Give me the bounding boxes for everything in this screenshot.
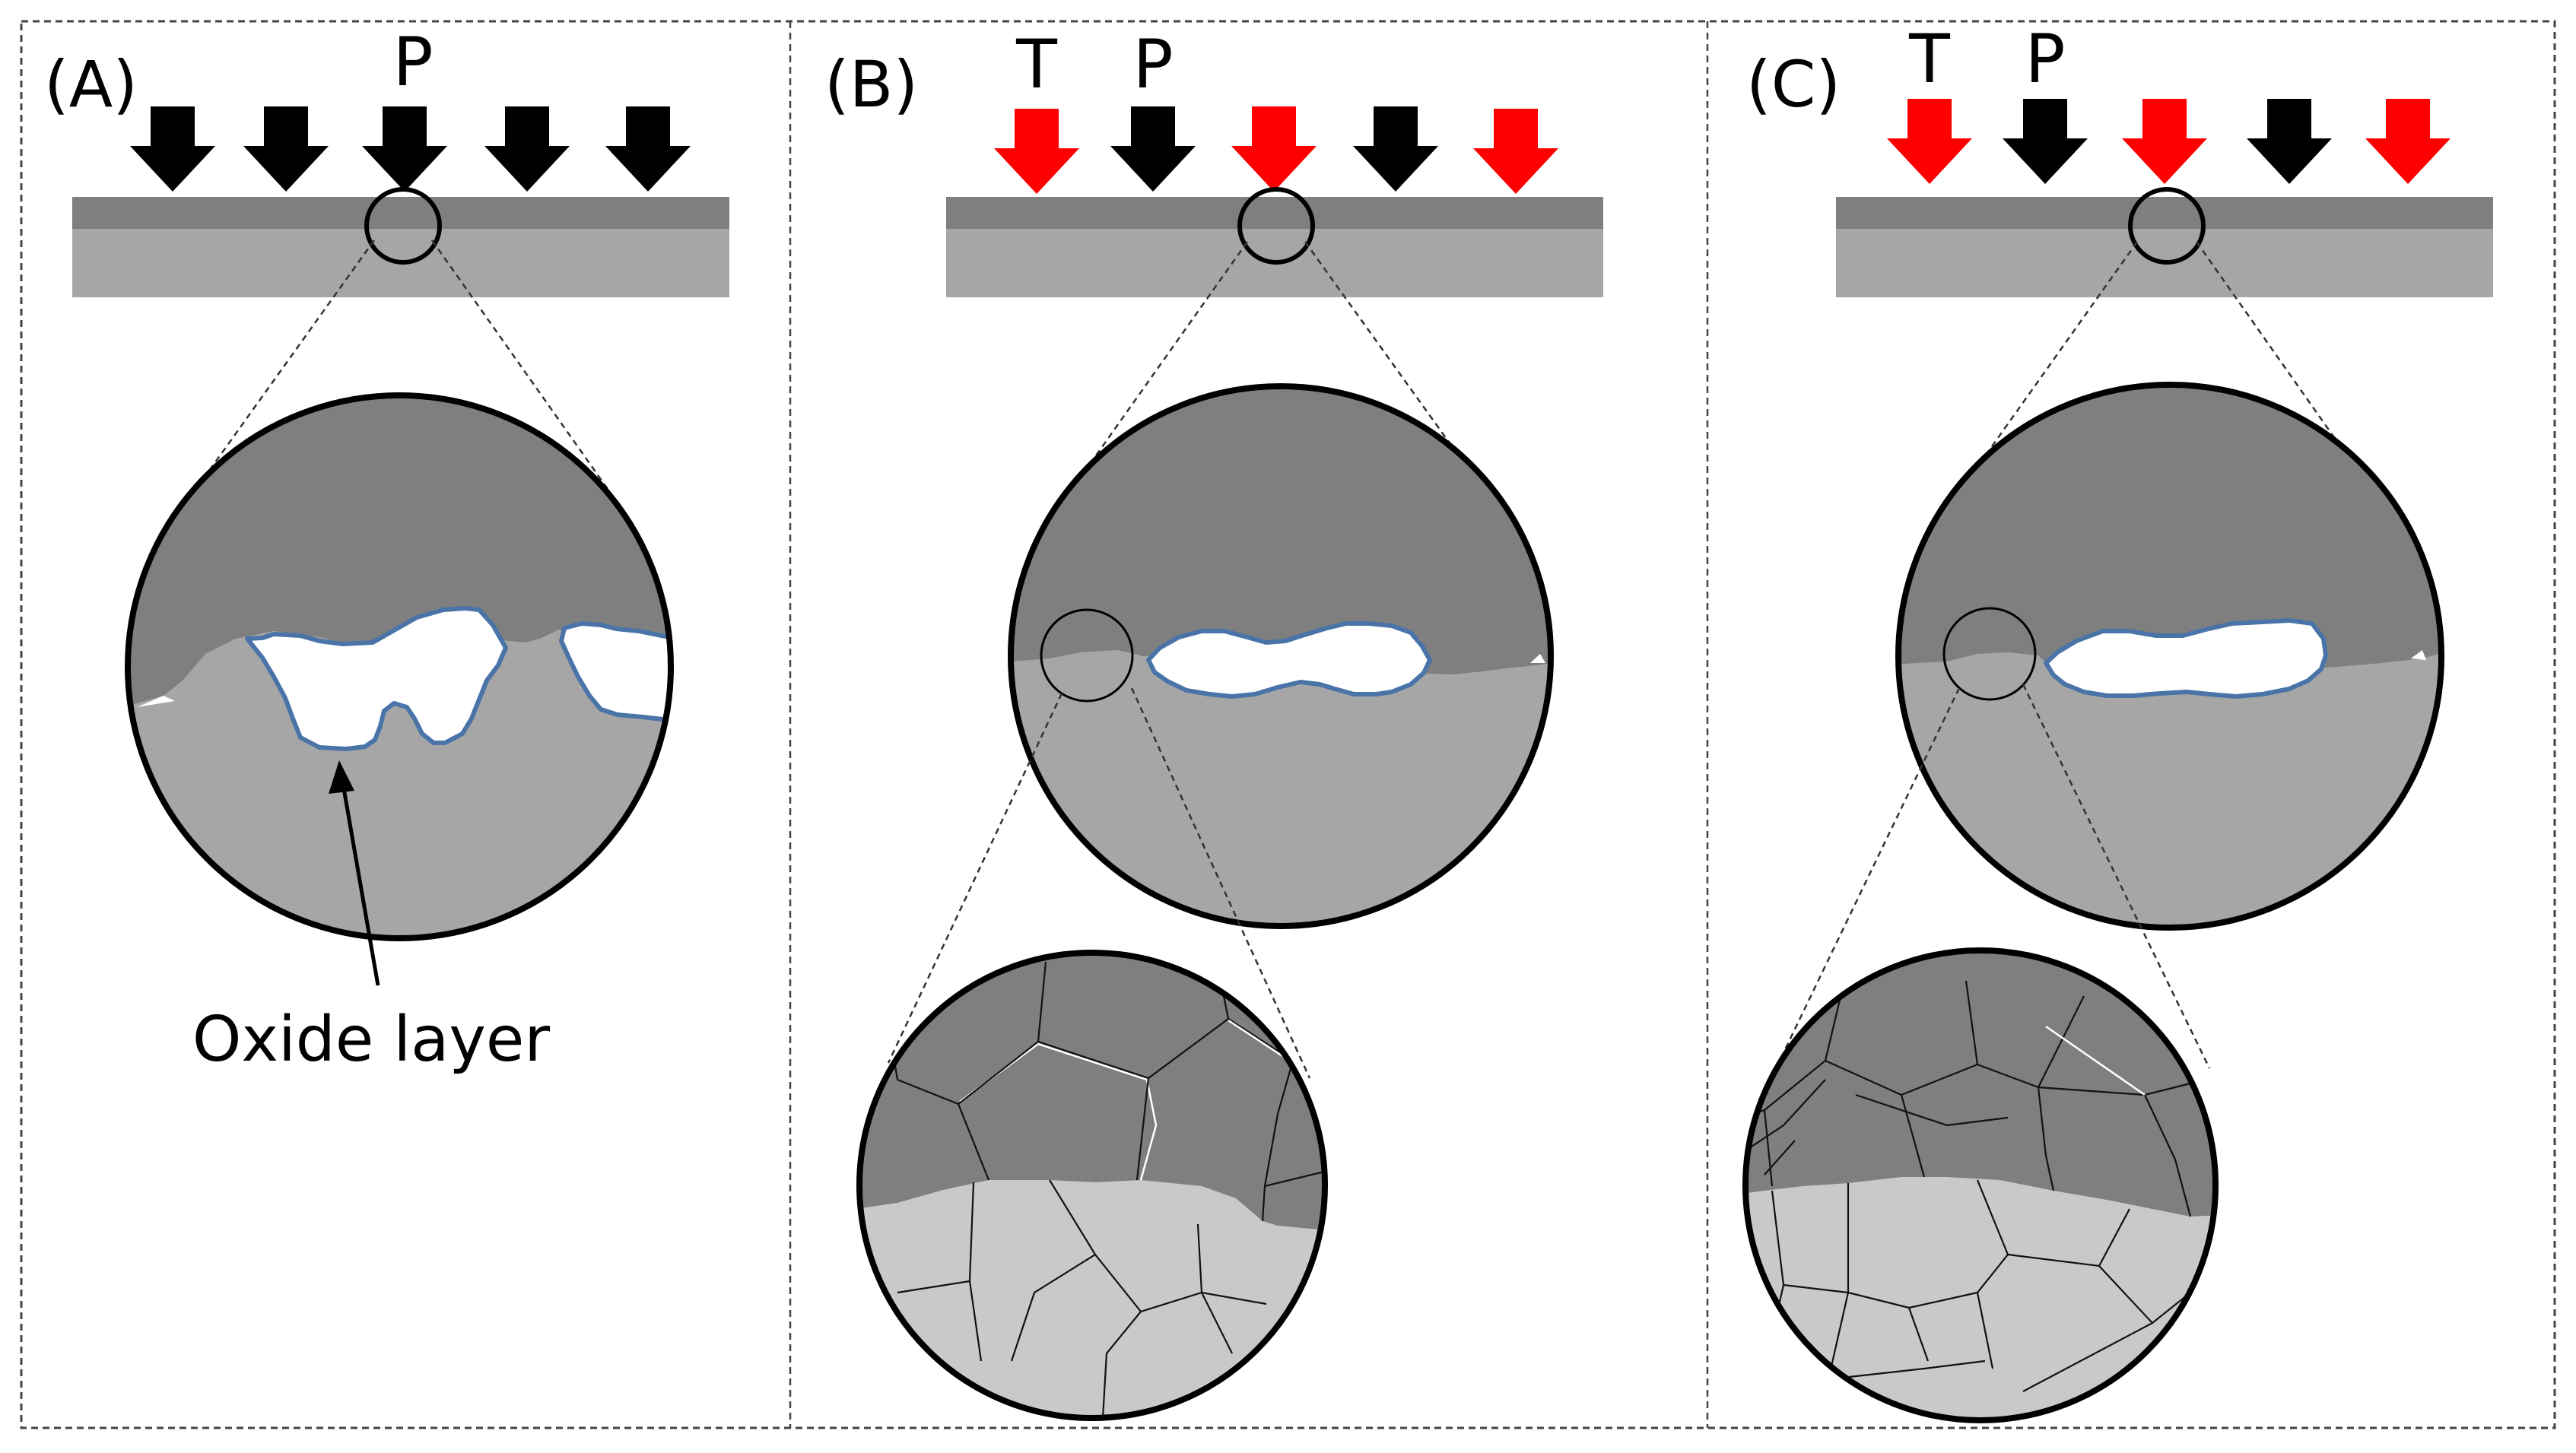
upper-material (1898, 385, 2441, 668)
figure-frame (20, 20, 2556, 1429)
interface-bulge (1050, 650, 1145, 671)
panel-label: (C) (1746, 47, 1841, 122)
down-arrow-icon (362, 106, 447, 192)
upper-layer (72, 197, 729, 229)
zoom-line (2022, 684, 2211, 1069)
upper-grains (859, 953, 1325, 1230)
down-arrow-icon (605, 106, 691, 192)
grain-circle-outline (856, 950, 1328, 1421)
down-arrow-icon (1353, 106, 1438, 192)
temperature-label: T (1908, 20, 1951, 98)
down-arrow-icon (2365, 99, 2451, 184)
interface-magnified-view (1011, 386, 1551, 926)
panel-b: (B) T P (824, 25, 1603, 1421)
pressure-label: P (1132, 25, 1173, 103)
zoom-line (430, 240, 629, 518)
oxide-layer-label: Oxide layer (192, 1004, 550, 1076)
zoom-line (887, 693, 1063, 1064)
upper-layer (1836, 197, 2493, 229)
down-arrow-icon (2003, 99, 2088, 184)
arrow-row (130, 106, 691, 192)
magnified-circle-outline (1008, 383, 1554, 929)
down-arrow-icon (484, 106, 570, 192)
down-arrow-icon (994, 109, 1079, 194)
magnifier-ring (2128, 187, 2206, 265)
void-oxide-layer (245, 606, 508, 751)
panel-a: (A) P Oxide layer (44, 23, 729, 1076)
arrow-row (994, 106, 1558, 194)
down-arrow-icon (2247, 99, 2332, 184)
magnified-circle-outline (125, 392, 674, 941)
zoom-line (1130, 687, 1311, 1079)
down-arrow-icon (130, 106, 215, 192)
grain-magnifier-ring (1942, 607, 2037, 701)
zoom-line (1778, 687, 1961, 1061)
interface-magnified-view (1898, 385, 2441, 928)
magnifier-ring (364, 187, 442, 265)
down-arrow-icon (1231, 106, 1317, 192)
arrow-row (1887, 99, 2451, 184)
magnifier-ring (1237, 187, 1315, 265)
temperature-label: T (1015, 25, 1058, 103)
panel-c: (C) T P (1742, 20, 2493, 1423)
interface-bulge (1947, 652, 2046, 671)
upper-material (1011, 386, 1551, 676)
down-arrow-icon (243, 106, 329, 192)
grain-structure-view (1745, 950, 2215, 1420)
void-oxide-layer (2044, 618, 2328, 699)
grain-magnifier-ring (1040, 608, 1134, 703)
zoom-line (1067, 241, 1249, 495)
white-gap (2411, 650, 2426, 660)
magnified-circle-outline (1895, 382, 2444, 931)
pressure-label: P (2025, 20, 2065, 98)
layered-sample (1836, 187, 2493, 297)
panel-label: (B) (824, 47, 918, 122)
callout-pointer (338, 770, 380, 986)
down-arrow-icon (1887, 99, 1972, 184)
grain-circle-outline (1742, 947, 2219, 1423)
layered-sample (72, 187, 729, 297)
down-arrow-icon (2122, 99, 2207, 184)
white-gap (1530, 654, 1545, 663)
grain-structure-view (859, 953, 1325, 1418)
void-oxide-layer (1146, 621, 1432, 699)
down-arrow-icon (1110, 106, 1196, 192)
panel-label: (A) (44, 47, 138, 122)
upper-layer (946, 197, 1603, 229)
upper-grains (1745, 950, 2215, 1217)
interface-magnified-view (128, 395, 671, 938)
pressure-label: P (392, 23, 433, 101)
white-gap (137, 696, 175, 707)
layered-sample (946, 187, 1603, 297)
upper-material (128, 395, 671, 707)
zoom-line (185, 240, 376, 503)
down-arrow-icon (1473, 109, 1558, 194)
callout-arrowhead (329, 760, 354, 794)
